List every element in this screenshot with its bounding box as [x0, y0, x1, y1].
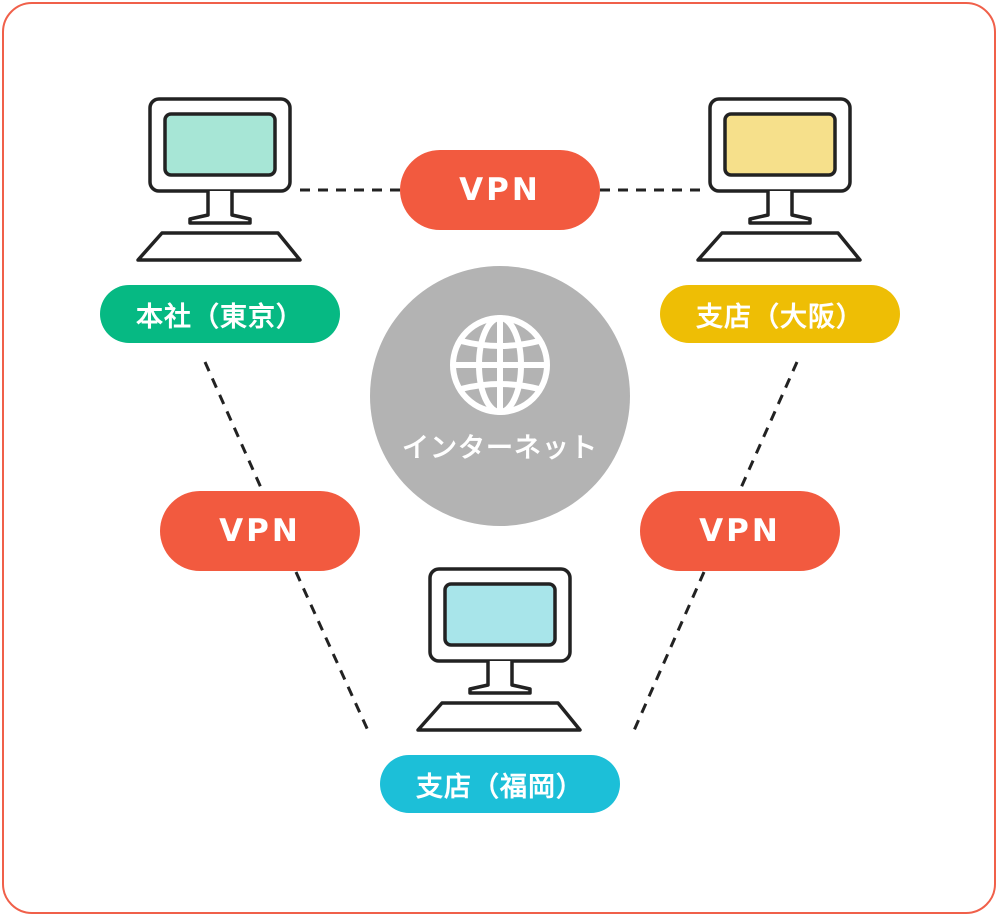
- screen: [443, 582, 557, 647]
- globe-icon: [450, 315, 550, 415]
- label-fukuoka: 支店（福岡）: [380, 755, 620, 813]
- screen: [723, 112, 837, 177]
- vpn-badge-right: VPN: [640, 491, 840, 571]
- label-osaka: 支店（大阪）: [660, 285, 900, 343]
- line-vpn-right-fukuoka: [630, 571, 706, 736]
- line-tokyo-vpn-left: [203, 361, 264, 491]
- vpn-badge-left: VPN: [160, 491, 360, 571]
- vpn-badge-top: VPN: [400, 150, 600, 230]
- line-osaka-vpn-right: [738, 361, 799, 491]
- computer-tokyo-icon: [136, 97, 302, 262]
- screen: [163, 112, 277, 177]
- label-tokyo: 本社（東京）: [100, 285, 340, 343]
- internet-label: インターネット: [402, 433, 598, 464]
- line-vpn-left-fukuoka: [294, 571, 372, 736]
- computer-osaka-icon: [696, 97, 862, 262]
- computer-fukuoka-icon: [416, 567, 582, 732]
